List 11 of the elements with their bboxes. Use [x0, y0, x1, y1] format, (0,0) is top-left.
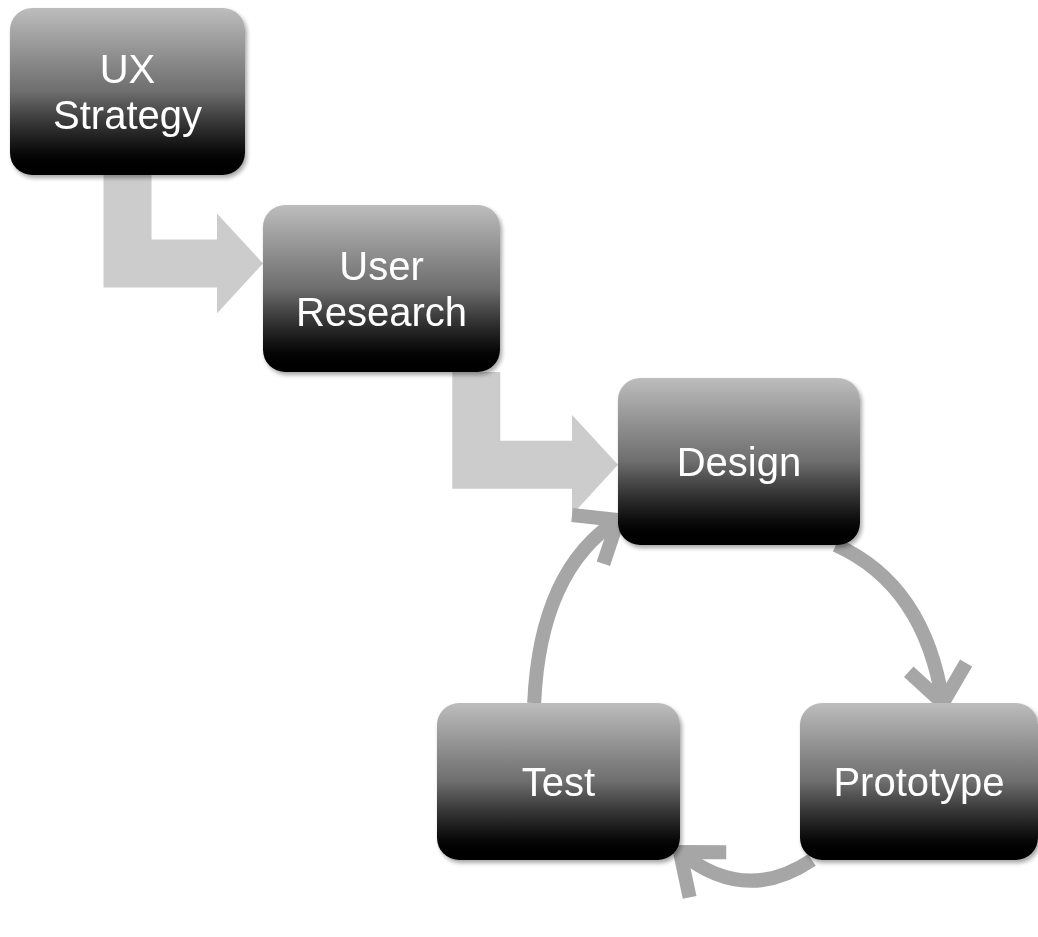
- process-box: [618, 378, 860, 545]
- arrow: [103, 175, 263, 314]
- process-box: [437, 703, 680, 860]
- box-label: Prototype: [833, 758, 1005, 805]
- process-box: [10, 8, 245, 175]
- box-label: UX Strategy: [52, 45, 203, 138]
- process-box: [263, 205, 500, 372]
- box-label: Design: [676, 438, 802, 485]
- box-label: User Research: [294, 242, 469, 335]
- process-box: [800, 703, 1038, 860]
- box-label: Test: [521, 758, 596, 805]
